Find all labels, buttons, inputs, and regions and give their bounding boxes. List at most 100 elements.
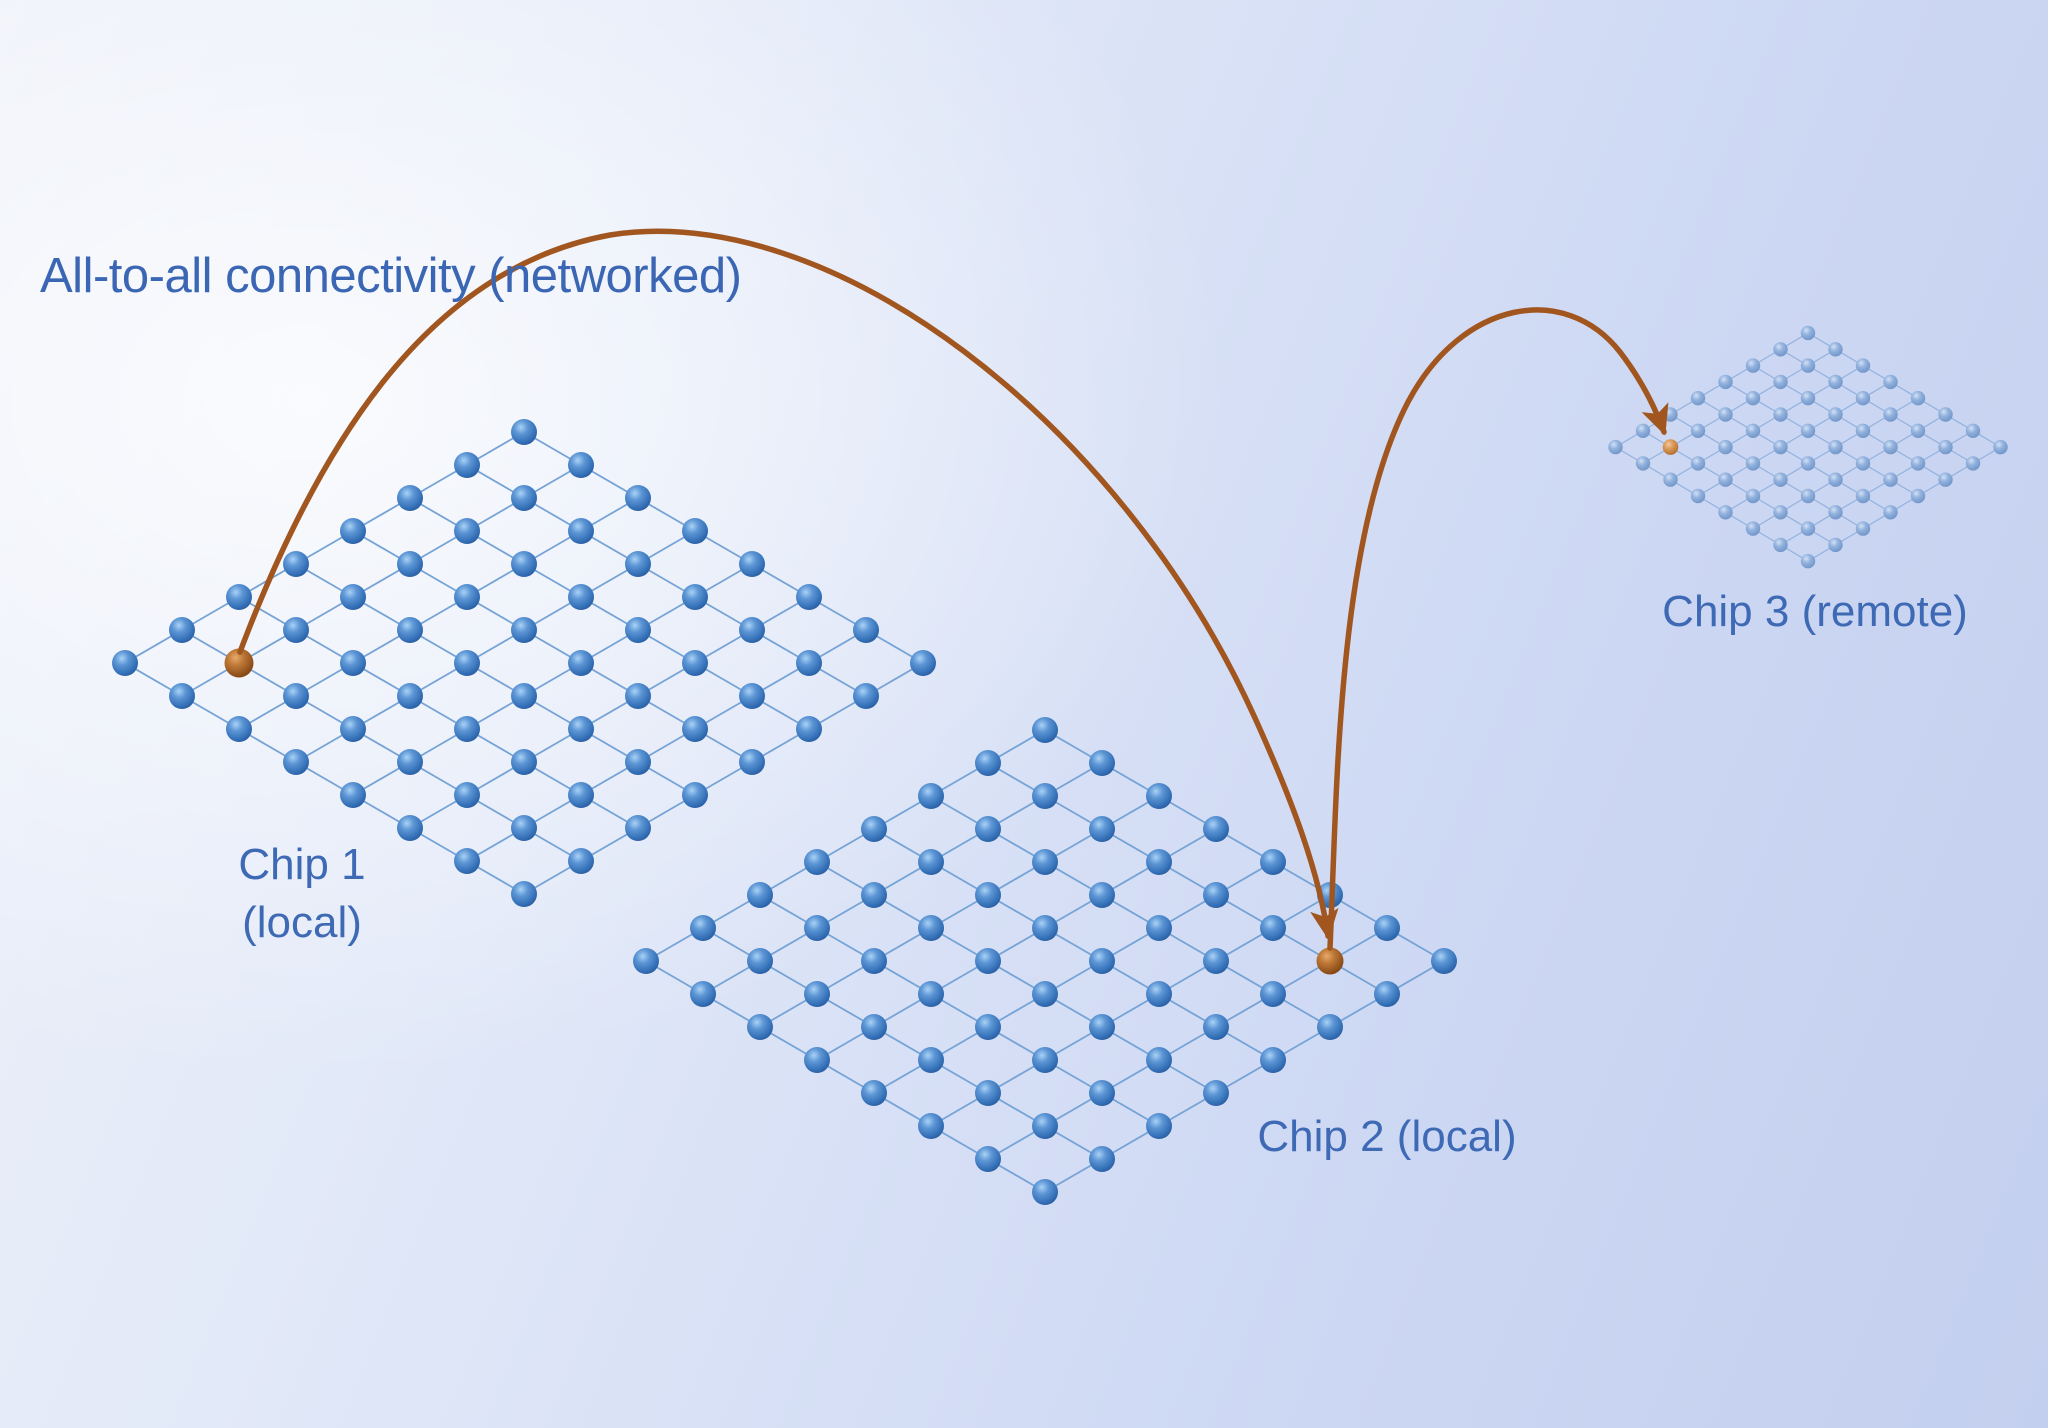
qubit-node: [1855, 521, 1871, 536]
qubit-node: [1883, 374, 1898, 390]
qubit-node: [1910, 391, 1926, 406]
chip-2-lattice: [633, 717, 1457, 1205]
arrow-chip2-to-chip3: [1327, 307, 1669, 951]
qubit-node: [283, 683, 309, 709]
qubit-node: [226, 716, 252, 742]
qubit-node: [1203, 1080, 1229, 1106]
qubit-node: [511, 485, 537, 511]
qubit-node: [747, 948, 773, 974]
qubit-node: [1910, 488, 1926, 504]
qubit-node: [918, 1047, 944, 1073]
qubit-node: [1032, 849, 1058, 875]
qubit-node: [1146, 981, 1172, 1007]
qubit-node: [568, 848, 594, 874]
qubit-node: [568, 716, 594, 742]
chip2-label-line1: Chip 2 (local): [1257, 1112, 1517, 1161]
qubit-node: [454, 518, 480, 544]
qubit-node: [804, 849, 830, 875]
qubit-node: [1032, 1047, 1058, 1073]
qubit-node: [1663, 472, 1678, 487]
qubit-node: [682, 584, 708, 610]
qubit-node: [1203, 948, 1229, 974]
qubit-node: [1883, 472, 1898, 487]
connectivity-arrows: [237, 228, 1669, 951]
qubit-node: [397, 485, 423, 511]
qubit-node: [1745, 521, 1761, 536]
qubit-node: [1635, 456, 1651, 471]
qubit-node: [1773, 537, 1788, 553]
qubit-node: [1965, 456, 1981, 471]
chip-1-nodes: [112, 419, 936, 907]
qubit-node: [1718, 472, 1733, 487]
qubit-node: [112, 650, 138, 676]
qubit-node: [1690, 456, 1706, 471]
qubit-node: [1828, 505, 1843, 520]
qubit-node: [568, 518, 594, 544]
qubit-node: [1146, 1047, 1172, 1073]
qubit-node: [1089, 1146, 1115, 1172]
qubit-node: [739, 683, 765, 709]
qubit-node: [853, 617, 879, 643]
qubit-node: [739, 749, 765, 775]
qubit-node: [1690, 391, 1706, 406]
qubit-node: [511, 749, 537, 775]
qubit-node: [918, 981, 944, 1007]
chip1-label: Chip 1 (local): [238, 836, 365, 952]
qubit-node: [454, 452, 480, 478]
qubit-node: [1690, 488, 1706, 504]
qubit-node: [682, 518, 708, 544]
qubit-node: [625, 815, 651, 841]
qubit-node: [1374, 915, 1400, 941]
qubit-node: [1800, 325, 1816, 341]
qubit-node: [796, 650, 822, 676]
qubit-node: [739, 551, 765, 577]
qubit-node: [511, 683, 537, 709]
qubit-node: [1828, 472, 1843, 487]
qubit-node: [625, 485, 651, 511]
qubit-node: [1608, 439, 1623, 455]
qubit-node: [1718, 505, 1733, 520]
chip1-label-line1: Chip 1: [238, 840, 366, 889]
qubit-node: [1635, 423, 1651, 438]
qubit-node: [454, 584, 480, 610]
qubit-node: [1773, 342, 1788, 357]
qubit-node: [1260, 849, 1286, 875]
qubit-node: [690, 981, 716, 1007]
qubit-node: [1146, 783, 1172, 809]
qubit-node: [1910, 456, 1926, 471]
qubit-node: [625, 683, 651, 709]
qubit-node: [796, 716, 822, 742]
qubit-node: [975, 816, 1001, 842]
qubit-node: [975, 750, 1001, 776]
qubit-node: [397, 683, 423, 709]
qubit-node: [1800, 521, 1816, 536]
qubit-node: [1855, 456, 1871, 471]
qubit-node: [747, 1014, 773, 1040]
qubit-node: [340, 716, 366, 742]
qubit-node: [739, 617, 765, 643]
qubit-node: [169, 617, 195, 643]
qubit-node: [804, 1047, 830, 1073]
qubit-node: [454, 716, 480, 742]
qubit-node: [1690, 423, 1706, 438]
chip-1-highlight-node: [224, 648, 254, 678]
qubit-node: [1800, 423, 1816, 438]
qubit-node: [1317, 1014, 1343, 1040]
qubit-node: [1993, 439, 2008, 455]
qubit-node: [1745, 423, 1761, 438]
qubit-node: [1032, 717, 1058, 743]
qubit-node: [861, 816, 887, 842]
qubit-node: [1855, 488, 1871, 504]
qubit-node: [397, 749, 423, 775]
qubit-node: [1800, 456, 1816, 471]
qubit-node: [1800, 554, 1816, 569]
qubit-node: [1828, 374, 1843, 390]
qubit-node: [568, 584, 594, 610]
qubit-node: [1773, 407, 1788, 422]
qubit-node: [1800, 358, 1816, 373]
qubit-node: [1828, 439, 1843, 455]
qubit-node: [975, 948, 1001, 974]
qubit-node: [625, 749, 651, 775]
qubit-node: [454, 848, 480, 874]
